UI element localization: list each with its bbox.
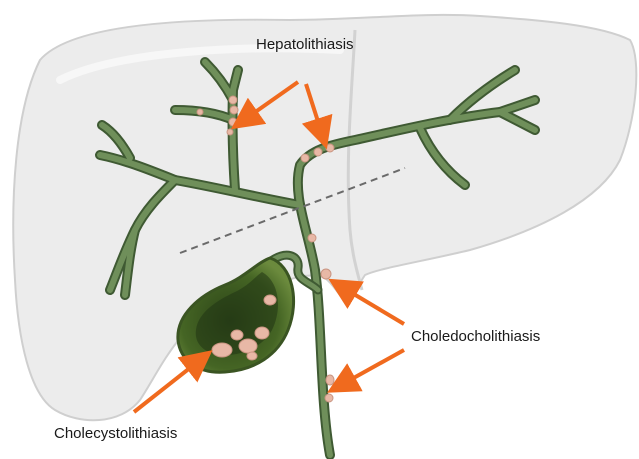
arrow-choledocholithiasis-lower: [341, 350, 404, 385]
label-hepatolithiasis: Hepatolithiasis: [256, 36, 354, 53]
arrow-choledocholithiasis-upper: [342, 287, 404, 324]
label-cholecystolithiasis: Cholecystolithiasis: [54, 425, 177, 442]
label-choledocholithiasis: Choledocholithiasis: [411, 328, 540, 345]
